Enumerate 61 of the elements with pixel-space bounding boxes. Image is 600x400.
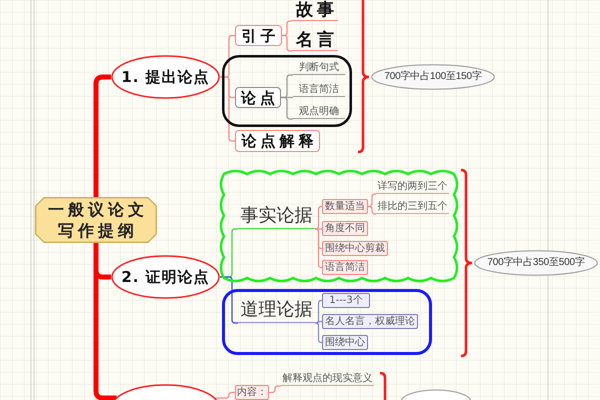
subtopic-box xyxy=(322,260,368,275)
connector-line xyxy=(368,193,376,208)
connector-line xyxy=(368,206,376,215)
subtopic-text: 道理论据 xyxy=(240,298,312,322)
underlined-subtopic xyxy=(293,105,345,119)
summary-text: 700字中占100至150字 xyxy=(384,71,482,83)
connector-line xyxy=(220,76,235,142)
subtopic-text: 围绕中心 xyxy=(325,336,365,348)
underlined-subtopic xyxy=(293,61,345,75)
subtopic-text: 判断句式 xyxy=(299,62,339,74)
subtopic-text: 论点 xyxy=(240,88,279,106)
subtopic-box xyxy=(322,293,370,308)
subtopic-box xyxy=(322,199,368,214)
connector-line xyxy=(282,34,292,52)
subtopic-text: 语言简洁 xyxy=(325,262,365,274)
subtopic-box xyxy=(322,221,368,236)
subtopic-box xyxy=(235,130,320,152)
connector-line xyxy=(282,20,292,36)
subtopic-text: 故事 xyxy=(294,0,338,20)
central-topic-text: 一般议论文写作提纲 xyxy=(47,199,149,241)
trunk-line xyxy=(94,74,111,197)
connector-line xyxy=(281,96,293,120)
main-topic-text: 1. 提出论点 xyxy=(121,66,210,88)
subtopic-text: 数量适当 xyxy=(325,200,365,212)
subtopic-text: 角度不同 xyxy=(325,222,365,234)
subtopic-text: 排比的三到五个 xyxy=(378,201,448,213)
main-topic-ellipse xyxy=(111,255,220,299)
summary-ellipse xyxy=(474,250,598,276)
subtopic-text: 1---3个 xyxy=(329,294,363,306)
main-topic-ellipse xyxy=(111,55,220,99)
subtopic-text: 详写的两到三个 xyxy=(378,181,448,193)
summary-ellipse xyxy=(371,64,495,90)
subtopic-text: 论点解释 xyxy=(240,132,318,150)
group-boundary xyxy=(222,55,352,127)
subtopic-text: 名人名言，权威理论 xyxy=(325,316,415,328)
main-topic-text: 2. 证明论点 xyxy=(121,266,210,288)
subtopic-box xyxy=(235,87,281,108)
subtopic-text: 观点明确 xyxy=(299,106,339,118)
central-topic-box xyxy=(35,197,157,243)
subtopic-box xyxy=(322,335,368,350)
subtopic-box xyxy=(322,314,418,329)
subtopic-text: 内容： xyxy=(237,386,267,398)
connector-line xyxy=(314,300,322,324)
subtopic-box xyxy=(235,25,282,46)
subtopic-text: 名言 xyxy=(294,30,338,50)
subtopic-text: 围绕中心剪裁 xyxy=(325,242,385,254)
subtopic-text: 解释观点的现实意义 xyxy=(282,373,372,385)
group-boundary xyxy=(222,289,432,355)
connector-line xyxy=(314,322,322,344)
subtopic-text: 引子 xyxy=(240,26,280,44)
underlined-subtopic xyxy=(293,83,345,97)
subtopic-box xyxy=(322,241,388,256)
connector-line xyxy=(314,206,322,230)
connector-line xyxy=(314,228,322,268)
subtopic-text: 事实论据 xyxy=(240,204,312,228)
subtopic-text: 语言简洁 xyxy=(299,84,339,96)
cloud-boundary xyxy=(219,169,459,283)
connector-line xyxy=(269,385,281,394)
summary-text: 700字中占350至500字 xyxy=(487,257,585,269)
connector-line xyxy=(220,276,238,324)
connector-line xyxy=(214,392,235,399)
